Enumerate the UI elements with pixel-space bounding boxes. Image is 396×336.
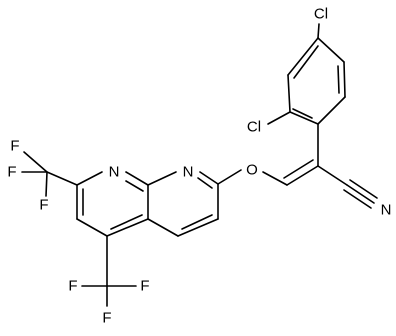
bond bbox=[343, 61, 346, 98]
bond bbox=[287, 74, 291, 113]
fluorine-atom: F bbox=[140, 278, 149, 295]
bond bbox=[217, 169, 242, 185]
fluorine-atom: F bbox=[68, 278, 77, 295]
bond bbox=[197, 177, 213, 189]
bond bbox=[346, 184, 375, 204]
bond bbox=[283, 159, 314, 179]
bond bbox=[76, 171, 103, 186]
bond bbox=[147, 171, 177, 186]
bond bbox=[262, 171, 288, 186]
fluorine-atom: F bbox=[10, 138, 19, 155]
bond bbox=[289, 111, 319, 125]
bond bbox=[147, 218, 179, 237]
bond bbox=[287, 37, 319, 76]
bond bbox=[267, 111, 291, 125]
bond bbox=[199, 171, 219, 185]
bond bbox=[76, 218, 108, 237]
bond bbox=[293, 45, 319, 79]
fluorine-atom: F bbox=[102, 310, 111, 327]
chlorine-atom-para: Cl bbox=[314, 6, 328, 23]
bond bbox=[317, 23, 320, 39]
bond bbox=[45, 171, 48, 197]
ether-oxygen-atom: O bbox=[246, 162, 258, 179]
chlorine-atom-ortho: Cl bbox=[247, 119, 261, 136]
bond bbox=[317, 37, 345, 63]
naphthyridine-n1-atom: N bbox=[183, 164, 194, 181]
bond bbox=[46, 171, 78, 186]
fluorine-atom: F bbox=[39, 197, 48, 214]
bond bbox=[292, 108, 313, 119]
bond bbox=[181, 214, 213, 230]
bond bbox=[23, 151, 48, 173]
bond bbox=[106, 218, 149, 237]
bond bbox=[317, 165, 348, 186]
bond bbox=[317, 96, 346, 125]
bond bbox=[110, 214, 143, 230]
bond-lines bbox=[21, 23, 378, 307]
bond bbox=[343, 189, 372, 209]
bond bbox=[349, 179, 378, 199]
naphthyridine-n8-atom: N bbox=[109, 164, 120, 181]
nitrile-nitrogen-atom: N bbox=[381, 202, 392, 219]
bond bbox=[286, 165, 319, 186]
bond bbox=[125, 180, 144, 192]
fluorine-atom: F bbox=[7, 164, 16, 181]
atom-labels: Cl Cl O N N N F F F F F F bbox=[7, 6, 391, 327]
bond bbox=[125, 171, 149, 186]
bond bbox=[337, 65, 340, 94]
bond bbox=[177, 218, 219, 237]
